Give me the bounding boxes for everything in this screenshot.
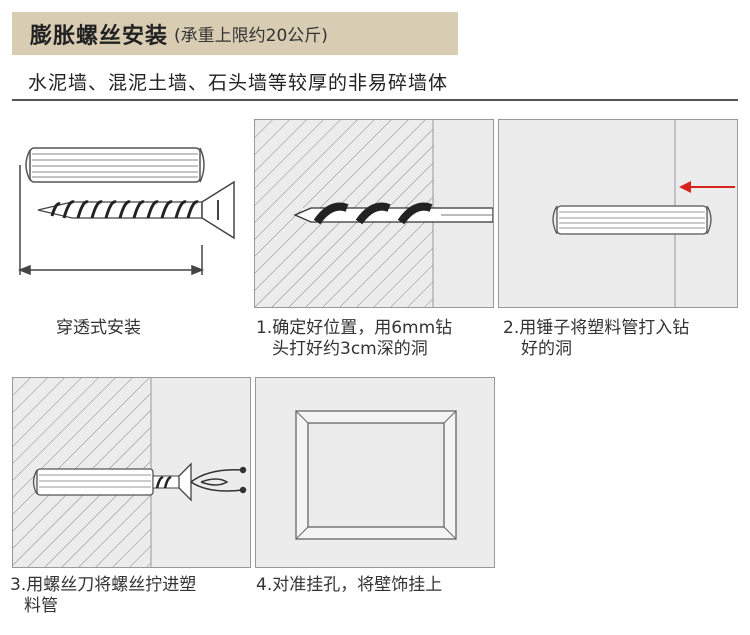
divider [12,99,738,101]
figure-step3-screwing [12,377,251,568]
figure-step2-hammer-anchor [498,119,738,308]
caption-step4: 4.对准挂孔，将壁饰挂上 [256,575,442,596]
caption-line: 1.确定好位置，用6mm钻 [256,318,453,338]
screw-illustration [37,180,235,240]
picture-frame-illustration [295,410,457,540]
header-title: 膨胀螺丝安装 [30,23,169,49]
screwdriver-tip-illustration [190,466,247,494]
anchor-with-screw-illustration [32,462,192,502]
arrow-left-icon [679,181,735,193]
length-bracket [17,165,205,276]
caption-line: 料管 [24,596,58,616]
caption-line: 3.用螺丝刀将螺丝拧进塑 [10,575,197,595]
plastic-anchor-illustration [552,205,712,235]
caption-step1: 1.确定好位置，用6mm钻 头打好约3cm深的洞 [256,318,452,360]
drill-bit-illustration [293,202,493,225]
caption-step2: 2.用锤子将塑料管打入钻 好的洞 [503,318,689,360]
header-note: (承重上限约20公斤) [174,26,328,46]
figure-through-mount [12,120,244,305]
figure-step4-hang-frame [255,377,495,568]
caption-step3: 3.用螺丝刀将螺丝拧进塑 料管 [10,575,196,617]
wall-type-subtitle: 水泥墙、混泥土墙、石头墙等较厚的非易碎墙体 [28,72,449,94]
caption-through-mount: 穿透式安装 [56,318,141,339]
figure-step1-drilling [254,119,494,308]
plastic-anchor-illustration [25,147,205,183]
section-header: 膨胀螺丝安装 (承重上限约20公斤) [12,12,458,55]
caption-line: 头打好约3cm深的洞 [272,339,428,359]
caption-line: 穿透式安装 [56,318,141,338]
caption-line: 2.用锤子将塑料管打入钻 [503,318,690,338]
caption-line: 4.对准挂孔，将壁饰挂上 [256,575,443,595]
caption-line: 好的洞 [521,339,572,359]
